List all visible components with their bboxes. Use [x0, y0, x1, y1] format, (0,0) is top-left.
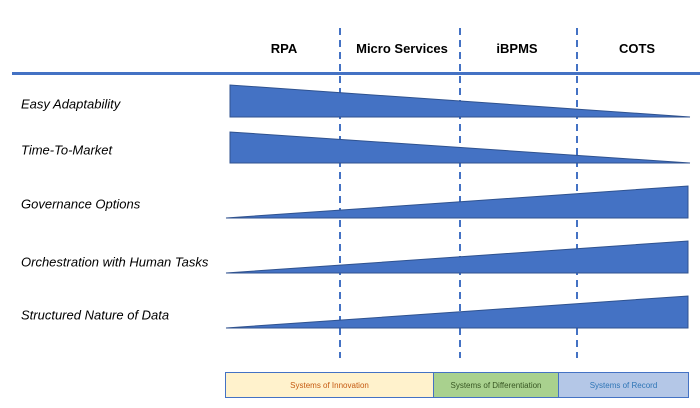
column-header-rpa: RPA [270, 41, 298, 56]
legend-systems-of-differentiation: Systems of Differentiation [434, 372, 559, 398]
row-label-governance-options: Governance Options [21, 196, 141, 212]
wedge-structured-nature-of-data [225, 295, 689, 329]
legend-systems-of-record: Systems of Record [559, 372, 689, 398]
row-label-time-to-market: Time-To-Market [21, 142, 113, 158]
wedge-time-to-market [229, 131, 691, 164]
column-header-ibpms: iBPMS [496, 41, 538, 56]
wedge-governance-options [225, 185, 689, 219]
header-divider [12, 72, 700, 75]
row-label-structured-nature-of-data: Structured Nature of Data [21, 307, 170, 323]
row-label-orchestration-human-tasks: Orchestration with Human Tasks [21, 254, 209, 270]
legend-systems-of-innovation: Systems of Innovation [225, 372, 434, 398]
column-header-micro-services: Micro Services [356, 41, 448, 56]
wedge-easy-adaptability [229, 84, 691, 118]
row-label-easy-adaptability: Easy Adaptability [21, 96, 121, 112]
column-header-cots: COTS [618, 41, 656, 56]
wedge-orchestration-human-tasks [225, 240, 689, 274]
